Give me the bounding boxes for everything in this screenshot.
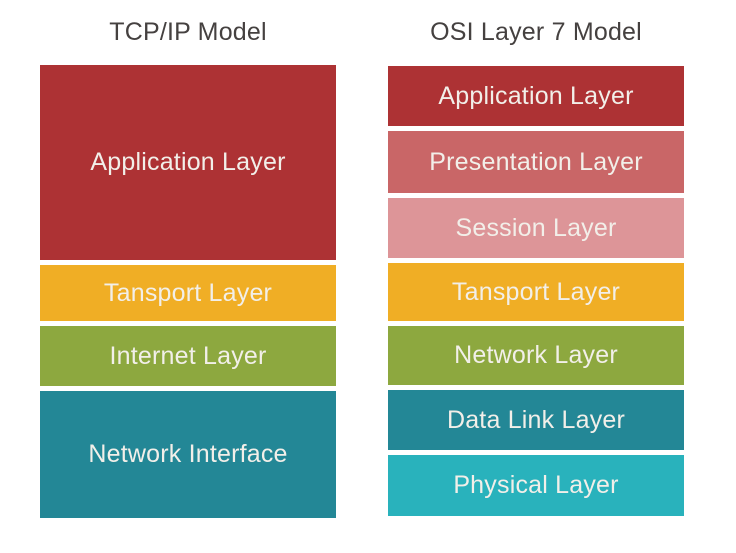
- tcpip-transport-layer-block: Tansport Layer: [40, 265, 336, 321]
- osi-network-layer-block: Network Layer: [388, 326, 684, 385]
- tcpip-model-title: TCP/IP Model: [109, 18, 267, 46]
- osi-presentation-layer-block: Presentation Layer: [388, 131, 684, 193]
- osi-physical-layer-block: Physical Layer: [388, 455, 684, 516]
- tcpip-network-interface-block: Network Interface: [40, 391, 336, 518]
- tcpip-internet-layer-block: Internet Layer: [40, 326, 336, 386]
- tcpip-layer-stack: Application Layer Tansport Layer Interne…: [40, 65, 336, 523]
- osi-transport-layer-block: Tansport Layer: [388, 263, 684, 321]
- osi-session-layer-block: Session Layer: [388, 198, 684, 258]
- osi-layer-stack: Application Layer Presentation Layer Ses…: [388, 66, 684, 521]
- osi-application-layer-block: Application Layer: [388, 66, 684, 126]
- osi-model-title: OSI Layer 7 Model: [430, 18, 642, 46]
- tcpip-application-layer-block: Application Layer: [40, 65, 336, 260]
- osi-data-link-layer-block: Data Link Layer: [388, 390, 684, 450]
